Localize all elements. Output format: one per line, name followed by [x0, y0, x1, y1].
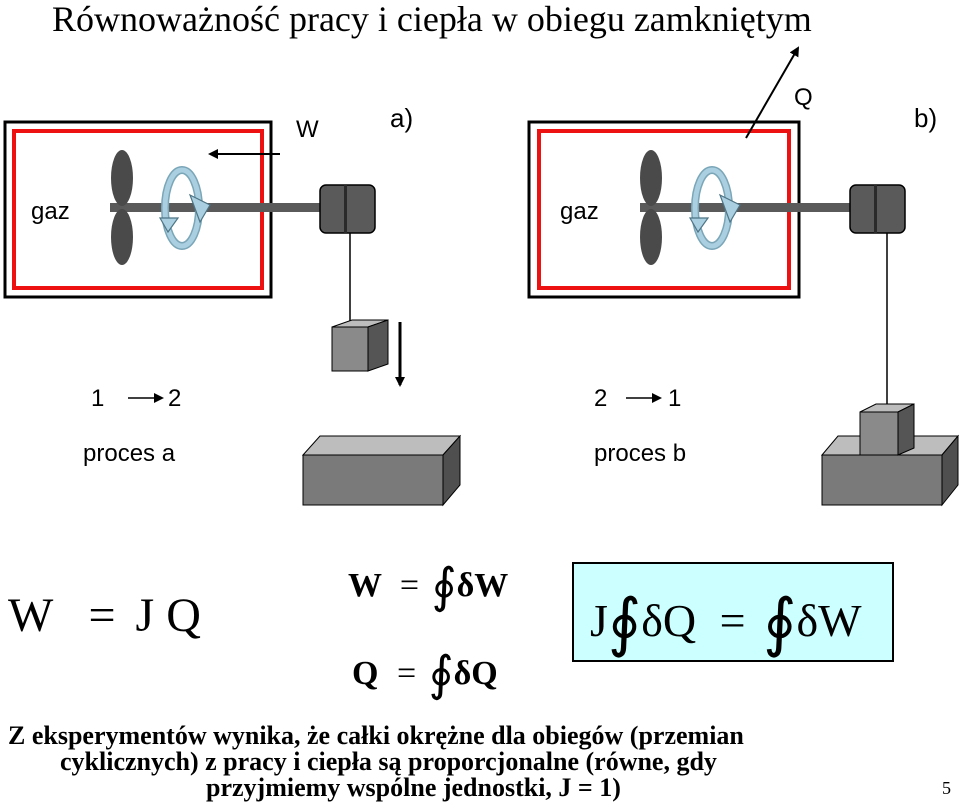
state-start-a: 1	[91, 385, 105, 412]
contour-integral-icon: ∮	[431, 560, 457, 613]
slide-title: Równoważność pracy i ciepła w obiegu zam…	[52, 0, 812, 39]
contour-integral-icon: ∮	[428, 648, 454, 701]
equation-heat-integrand: δQ	[453, 655, 498, 692]
process-b-label: proces b	[594, 440, 687, 467]
floor-block-a	[301, 434, 462, 507]
weight-a	[331, 319, 389, 372]
equation-heat: Q = ∮δQ	[352, 640, 498, 701]
process-a-label: proces a	[83, 440, 176, 467]
equation-main: W = J Q	[8, 588, 201, 643]
gas-label-b: gaz	[560, 198, 599, 225]
state-end-b: 1	[668, 385, 682, 412]
boxed-eq: =	[719, 595, 746, 646]
pulley-b	[849, 184, 906, 234]
equation-work-lhs: W	[348, 567, 382, 604]
conclusion-line-1: Z eksperymentów wynika, że całki okrężne…	[8, 721, 744, 750]
diagram-b-label: b)	[914, 103, 938, 133]
shaft-b	[640, 203, 860, 212]
state-start-b: 2	[594, 385, 608, 412]
floor-block-b	[820, 434, 960, 507]
equation-heat-eq: =	[396, 655, 417, 692]
page-number: 5	[942, 778, 951, 798]
gas-label-a: gaz	[31, 198, 70, 225]
boxed-formula-content: J∮δQ = ∮δW	[590, 578, 862, 658]
equation-main-eq: =	[88, 589, 116, 642]
boxed-lhs: δQ	[641, 595, 697, 646]
contour-integral-icon: ∮	[763, 587, 797, 658]
conclusion-line-3: przyjmiemy wspólne jednostki, J = 1)	[206, 773, 621, 802]
boxed-coef: J	[590, 595, 608, 646]
pulley-a	[319, 184, 376, 234]
heat-arrow-icon	[745, 46, 800, 139]
boxed-rhs: δW	[796, 595, 862, 646]
paddle-b-top	[640, 150, 662, 206]
equation-heat-lhs: Q	[352, 655, 379, 692]
contour-integral-icon: ∮	[607, 587, 642, 658]
boxed-formula	[572, 562, 894, 662]
work-label-a: W	[296, 116, 319, 143]
diagram-a-label: a)	[390, 103, 414, 133]
paddle-a-bottom	[111, 209, 133, 265]
paddle-a-top	[111, 150, 133, 206]
heat-label-b: Q	[794, 84, 813, 111]
conclusion-line-2: cyklicznych) z pracy i ciepła są proporc…	[60, 747, 717, 776]
equation-main-rhs: J Q	[135, 589, 201, 642]
apparatus-b	[527, 46, 960, 507]
equation-work-eq: =	[399, 567, 420, 604]
equation-work-integrand: δW	[456, 567, 509, 604]
shaft-a	[110, 203, 330, 212]
equation-main-lhs: W	[8, 589, 53, 642]
paddle-b-bottom	[640, 209, 662, 265]
equation-work: W = ∮δW	[348, 552, 509, 613]
state-end-a: 2	[168, 385, 182, 412]
weight-b	[859, 403, 915, 456]
apparatus-a	[3, 120, 462, 507]
